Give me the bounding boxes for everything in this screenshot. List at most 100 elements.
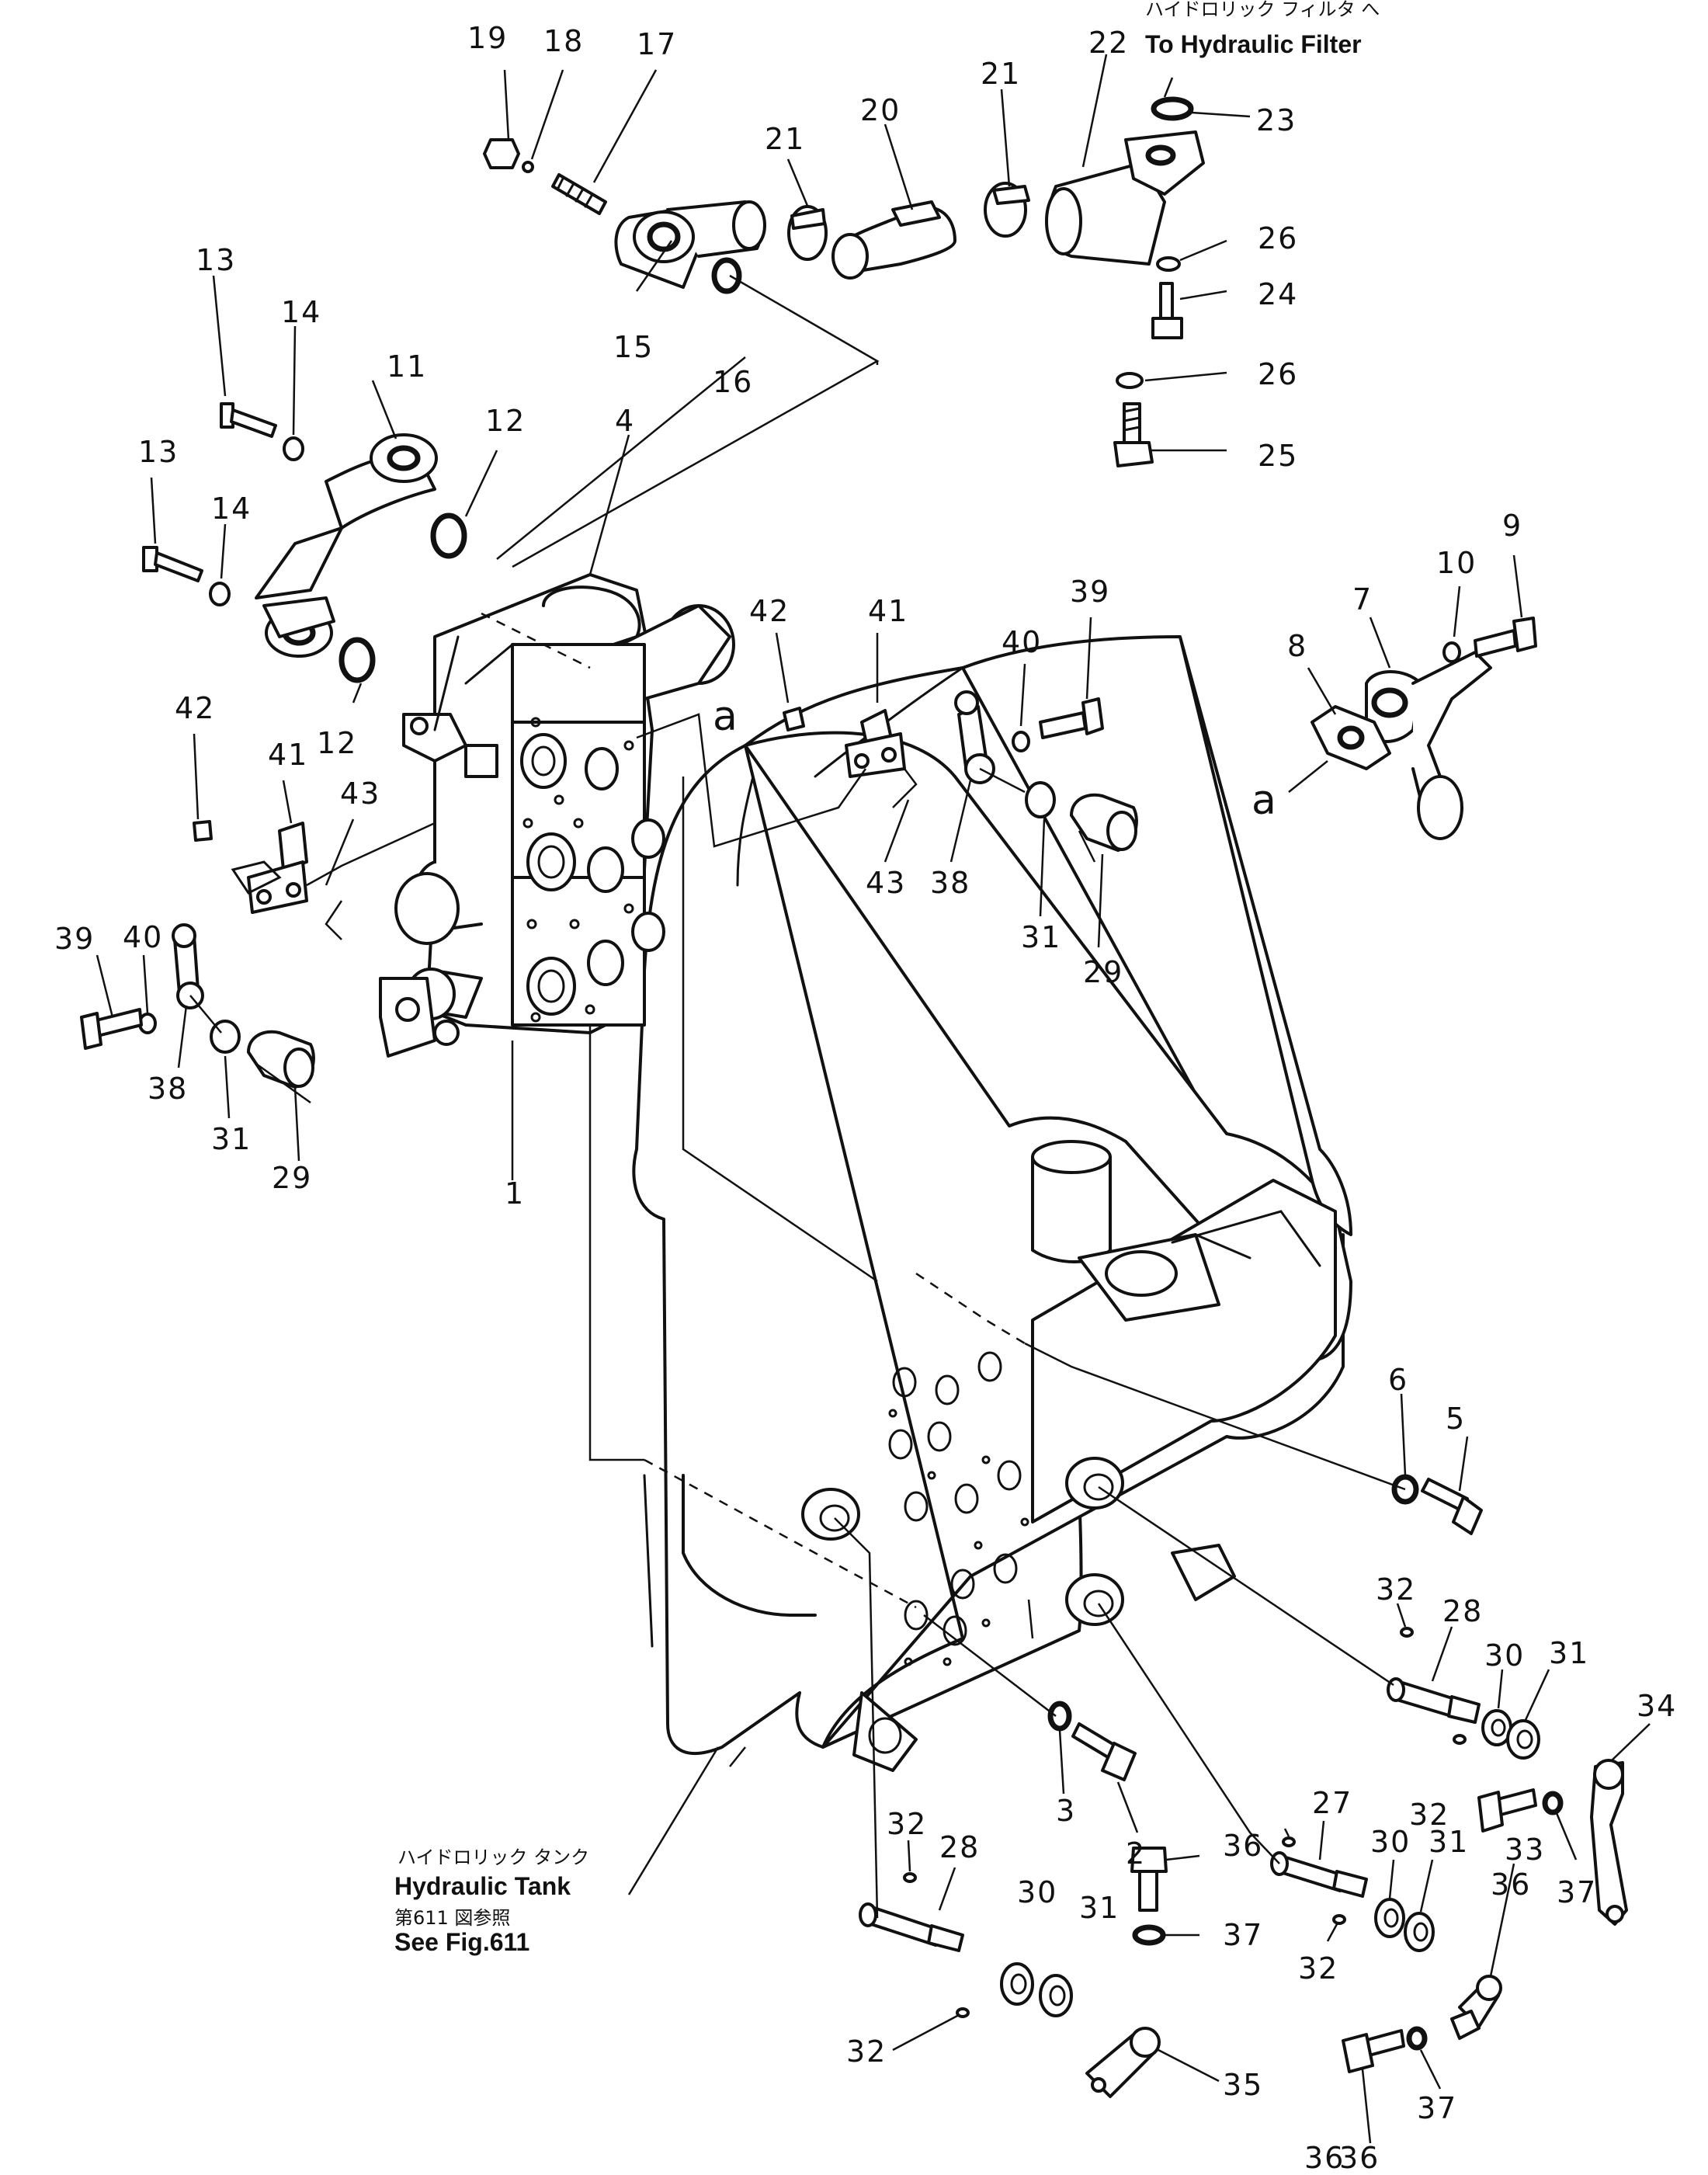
tank-hole-pattern [888,1351,1029,1666]
bracket-41-left [231,822,308,914]
lever-38-left [172,923,204,1009]
bolt-13-lower [142,546,203,582]
callout: 37 [1557,1875,1597,1909]
callout: 31 [1021,920,1061,954]
fig-note-en: See Fig.611 [394,1928,529,1956]
callout: 7 [1352,582,1373,617]
washer-31-lower [1039,1974,1073,2017]
shaft-27 [1270,1851,1368,1898]
callout: 37 [1417,2091,1457,2125]
washer-18 [522,161,534,173]
part-callouts: 19 18 17 21 20 21 22 23 26 24 26 25 13 1… [54,21,1677,2175]
washer-37-center [1132,1924,1166,1946]
pin-32-f [1332,1914,1346,1925]
callout: 5 [1446,1402,1466,1436]
callout: 28 [939,1830,980,1864]
callout: 36 [1223,1829,1263,1863]
callout: 24 [1258,277,1298,311]
callout: 33 [1505,1833,1545,1867]
callout: 36 [1304,2141,1345,2175]
stud-17 [551,173,607,215]
callout: 30 [1017,1875,1057,1909]
callout: 26 [1258,357,1298,391]
callout: 31 [1429,1825,1469,1859]
callout: 14 [211,492,252,526]
callout: 11 [387,349,427,384]
washer-26-upper [1156,256,1181,272]
o-ring-16 [711,257,742,294]
callout: 29 [1083,955,1123,989]
clamp-21-right [984,182,1030,238]
washer-30-mid [1374,1898,1405,1938]
callout: 13 [138,435,179,469]
washer-30-lower [1000,1962,1034,2006]
callout: 12 [317,726,357,760]
callout: 41 [868,594,908,628]
elbow-22 [1045,130,1205,266]
washer-40-right [1012,731,1030,752]
callout: 31 [1549,1636,1589,1670]
bolt-13-upper [220,402,277,438]
pin-32-e [1282,1836,1296,1847]
callout: 17 [637,27,677,61]
callout: 2 [1126,1836,1146,1871]
nut-19 [483,138,520,169]
filter-note-jp: ハイドロリック フィルタ へ [1145,0,1380,20]
callout: 43 [340,777,380,811]
bolt-25 [1113,402,1154,467]
elbow-7 [1365,651,1492,840]
tank-note-en: Hydraulic Tank [394,1872,571,1900]
elbow-15 [614,200,766,289]
bolt-2 [1071,1722,1137,1781]
callout: 30 [1484,1638,1525,1673]
bolt-36-lower [1342,2029,1405,2073]
bolt-39-right [1039,697,1104,739]
callout: 38 [148,1072,188,1106]
callout: 25 [1258,439,1298,473]
callout: 42 [175,691,215,725]
callout: 42 [749,594,790,628]
callout: 39 [54,922,95,956]
callout: 43 [866,866,906,900]
callout: 9 [1502,509,1522,543]
hose-20 [831,200,956,280]
washer-3 [1047,1701,1072,1732]
o-ring-12-upper [430,512,467,559]
bolt-42-right [783,707,805,731]
connection-lines [189,274,1406,1919]
callout: 13 [196,243,236,277]
bolt-42-left [193,820,213,842]
callout: 12 [485,404,526,438]
callout: 21 [765,122,805,156]
bushing-29-left [247,1030,315,1089]
callout: 32 [846,2034,887,2069]
callout: 19 [467,21,508,55]
o-ring-23 [1151,96,1194,121]
callout: 29 [272,1161,312,1195]
callout: 39 [1070,575,1110,609]
bolt-36-center [1130,1847,1168,1912]
pipe-11 [255,433,438,658]
bushing-31-right [1025,781,1056,818]
callout: 22 [1088,26,1129,60]
callout: 3 [1056,1794,1076,1828]
callout: 10 [1436,546,1477,580]
washer-14-upper [283,436,304,461]
bolt-9 [1474,617,1537,658]
callout: 26 [1258,221,1298,255]
callout: 8 [1287,629,1307,663]
callout: 32 [887,1807,927,1841]
filter-note-en: To Hydraulic Filter [1145,30,1362,58]
clamp-21-left [787,205,828,261]
bolt-39-left [80,1008,143,1050]
lever-33 [1450,1975,1502,2040]
callout: 23 [1256,103,1297,137]
washer-31-mid [1404,1912,1435,1952]
pin-32-a [1400,1627,1414,1638]
label-leaders [95,54,1651,2144]
washer-37-lower [1406,2026,1428,2051]
callout: 15 [613,330,654,364]
o-ring-12-lower [338,637,376,683]
callout: 28 [1442,1594,1483,1628]
callout: 34 [1637,1689,1677,1723]
